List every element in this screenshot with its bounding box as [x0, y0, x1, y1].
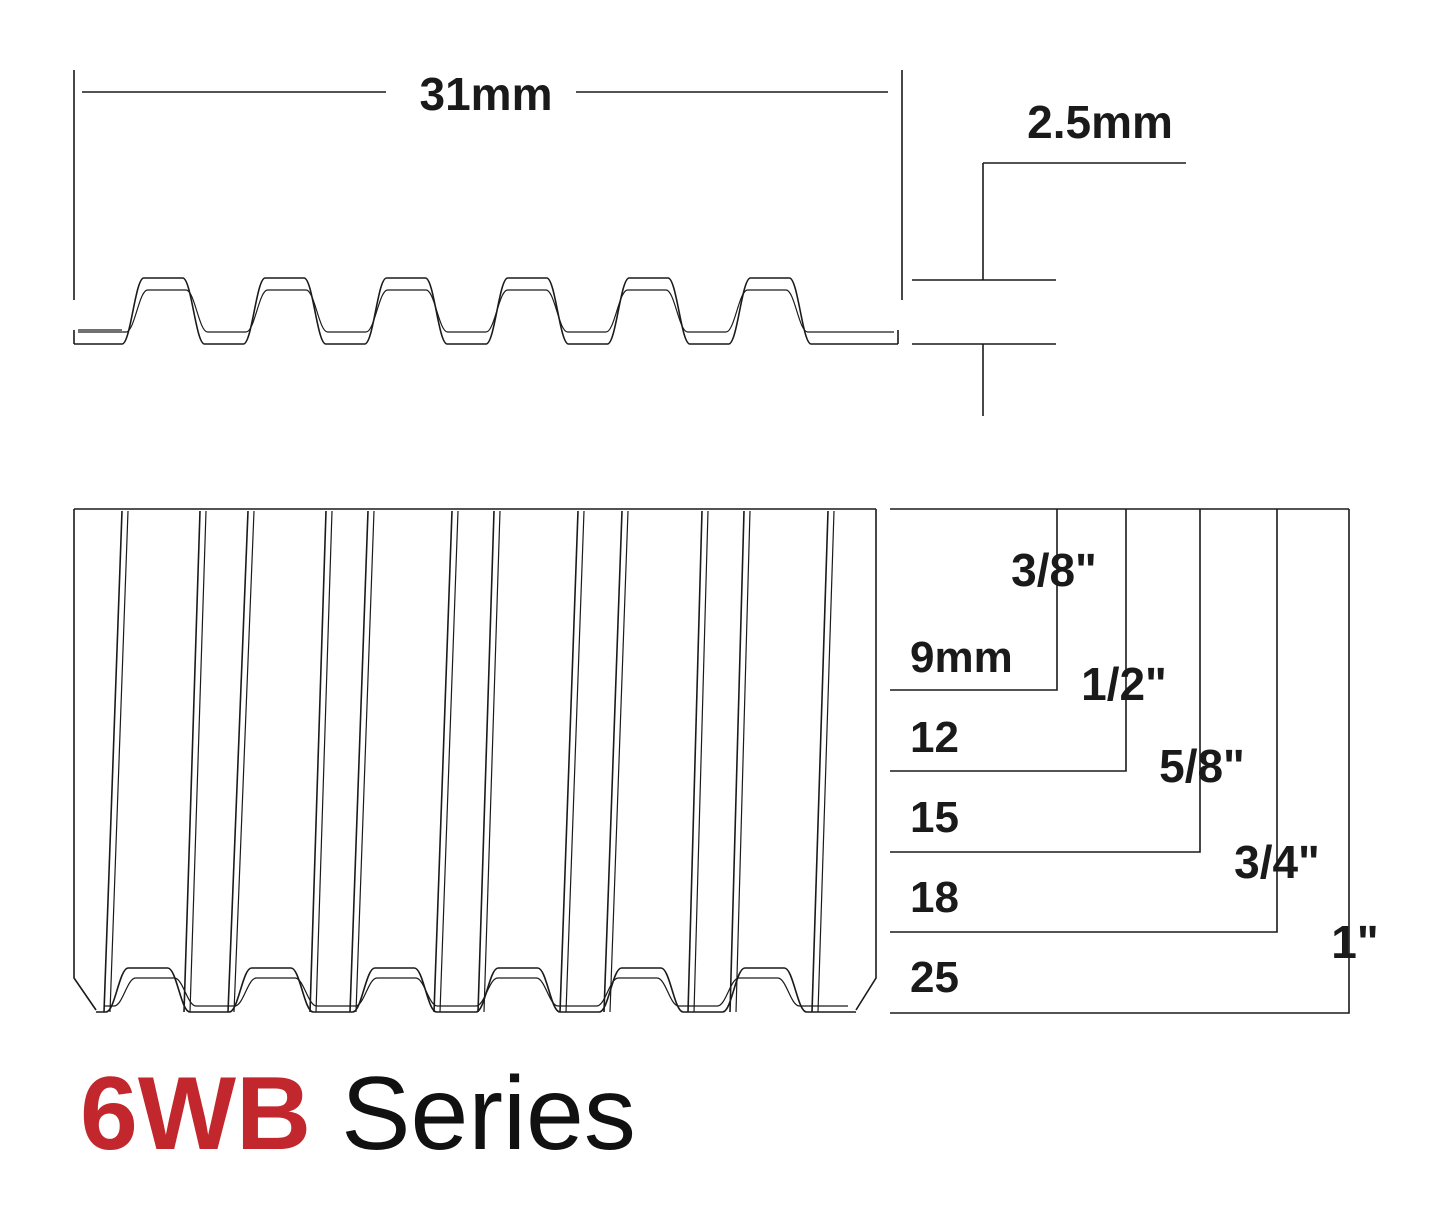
length-imperial-label: 3/8" [1011, 544, 1097, 596]
crown-width-dimension: 31mm [73, 68, 903, 300]
staple-profile-outer [73, 277, 899, 345]
staple-strip-rib-line [729, 510, 745, 1013]
staple-strip-rib-line [183, 510, 201, 1013]
crown-width-label: 31mm [420, 68, 553, 120]
staple-strip-rib-line [109, 510, 129, 1013]
staple-strip-bottom-profile [96, 967, 856, 1013]
staple-strip-rib-line [355, 510, 375, 1013]
length-imperial-label: 1/2" [1081, 658, 1167, 710]
staple-strip-rib-line [603, 510, 623, 1013]
staple-strip-rib-line [693, 510, 709, 1013]
staple-strip-rib-line [103, 510, 123, 1013]
staple-strip [73, 508, 877, 1013]
staple-strip-rib-line [483, 510, 501, 1013]
staple-strip-ribs [103, 510, 835, 1013]
staple-strip-rib-line [349, 510, 369, 1013]
staple-strip-rib-line [439, 510, 459, 1013]
length-imperial-label: 1" [1331, 916, 1378, 968]
length-metric-label: 12 [910, 713, 959, 762]
staple-strip-rib-line [315, 510, 333, 1013]
staple-profile-inner [78, 289, 894, 333]
staple-strip-rib-line [227, 510, 249, 1013]
staple-strip-bottom-profile-inner [104, 977, 848, 1007]
length-metric-label: 15 [910, 793, 959, 842]
length-metric-label: 25 [910, 953, 959, 1002]
staple-strip-rib-line [189, 510, 207, 1013]
length-leader-25 [890, 509, 1350, 1014]
staple-strip-rib-line [817, 510, 835, 1013]
staple-strip-rib-line [477, 510, 495, 1013]
length-leader-12 [890, 509, 1127, 772]
length-metric-label: 9mm [910, 633, 1013, 682]
length-metric-label: 18 [910, 873, 959, 922]
staple-strip-rib-line [433, 510, 453, 1013]
wire-thickness-dimension: 2.5mm [912, 96, 1186, 416]
staple-strip-outline [73, 508, 877, 1011]
length-leader-9mm [890, 509, 1058, 691]
staple-profile [73, 277, 899, 345]
staple-strip-rib-line [811, 510, 829, 1013]
length-dimensions: 9mm 12 15 18 25 3/8" 1/2" 5/8" 3/4" 1" [890, 508, 1379, 1014]
staple-strip-rib-line [565, 510, 585, 1013]
staple-strip-rib-line [735, 510, 751, 1013]
length-leader-18 [890, 509, 1278, 933]
length-imperial-label: 5/8" [1159, 740, 1245, 792]
series-code: 6WB [80, 1056, 312, 1172]
staple-strip-rib-line [687, 510, 703, 1013]
length-imperial-label: 3/4" [1234, 836, 1320, 888]
staple-strip-rib-line [559, 510, 579, 1013]
length-leader-15 [890, 509, 1201, 853]
staple-strip-rib-line [309, 510, 327, 1013]
wire-thickness-label: 2.5mm [1027, 96, 1173, 148]
staple-strip-rib-line [233, 510, 255, 1013]
staple-strip-rib-line [609, 510, 629, 1013]
series-word: Series [341, 1056, 636, 1172]
